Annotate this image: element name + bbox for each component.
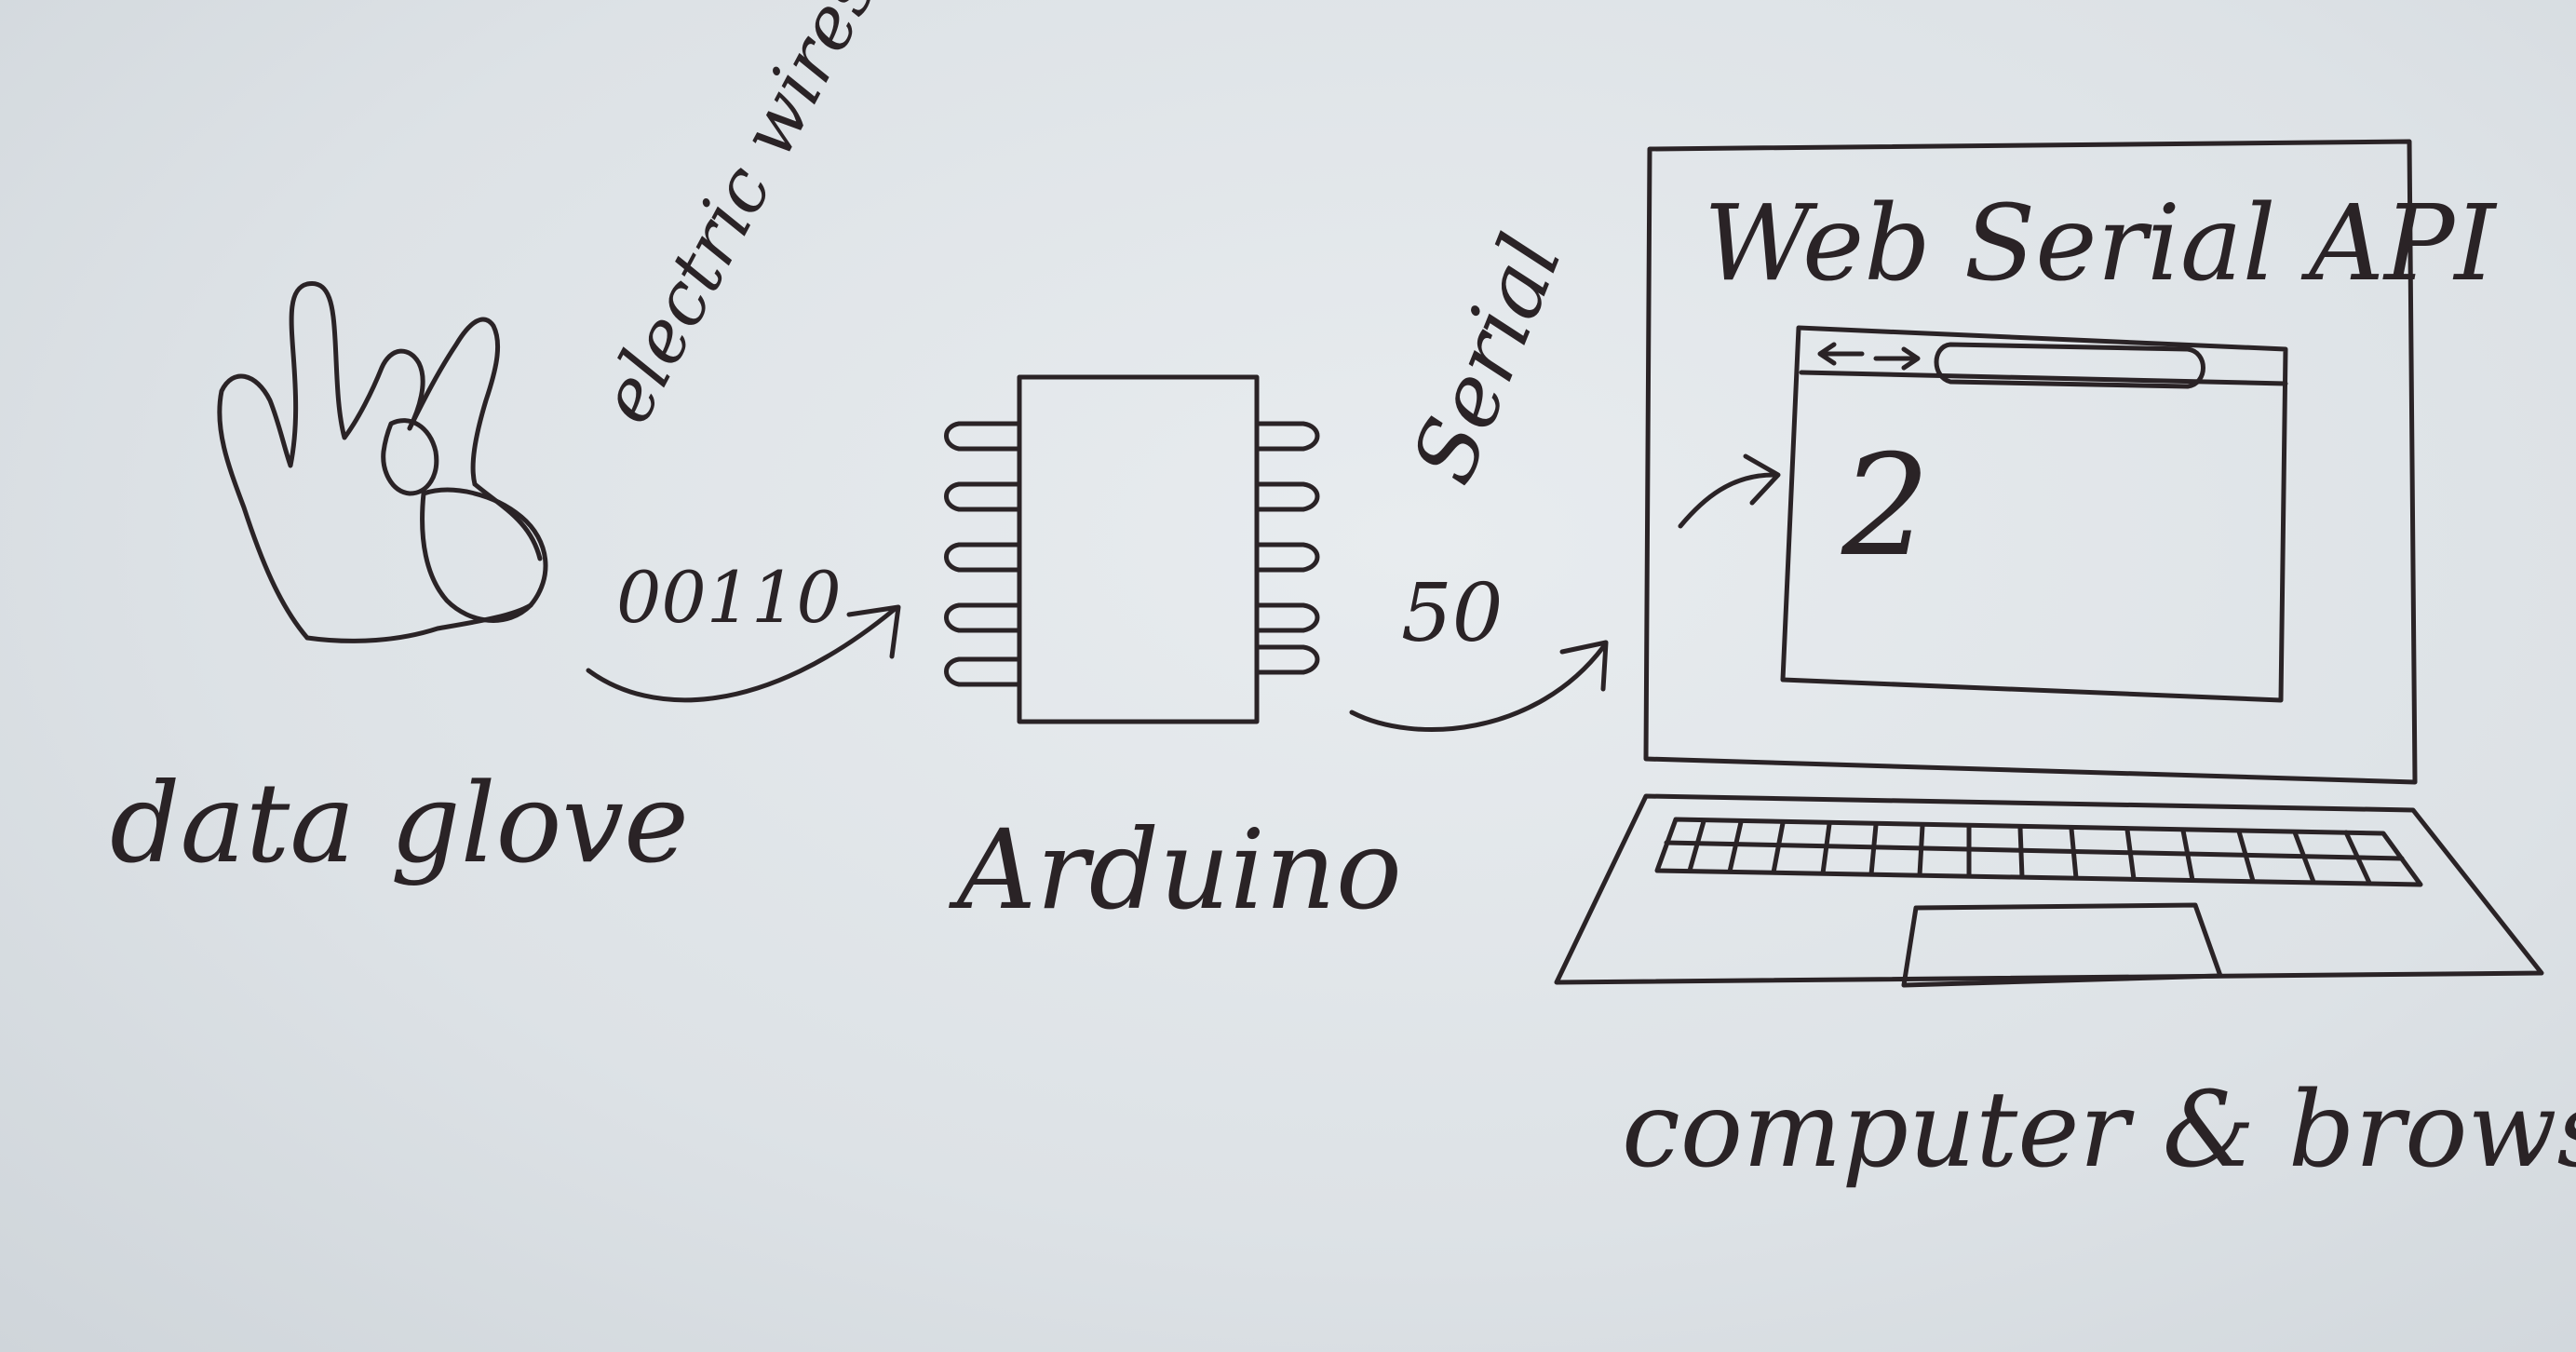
arrow-into-browser-icon — [1678, 453, 1781, 529]
computer-browser-label: computer & browser — [1622, 1070, 2576, 1191]
browser-value-label: 2 — [1841, 426, 1930, 588]
serial-label: Serial — [1393, 222, 1581, 496]
web-serial-api-label: Web Serial API — [1704, 183, 2498, 304]
bits-label: 00110 — [616, 556, 842, 639]
arrow-glove-to-arduino-icon — [586, 604, 901, 703]
data-glove-hand-icon — [217, 281, 548, 643]
arrow-arduino-to-computer-icon — [1349, 640, 1609, 732]
data-glove-label: data glove — [110, 759, 689, 887]
arduino-label: Arduino — [949, 805, 1402, 934]
serial-value-label: 50 — [1401, 567, 1503, 660]
arduino-chip-icon — [944, 374, 1320, 724]
laptop-computer-icon — [1554, 139, 2544, 988]
electric-wires-label: electric wires — [584, 0, 893, 437]
